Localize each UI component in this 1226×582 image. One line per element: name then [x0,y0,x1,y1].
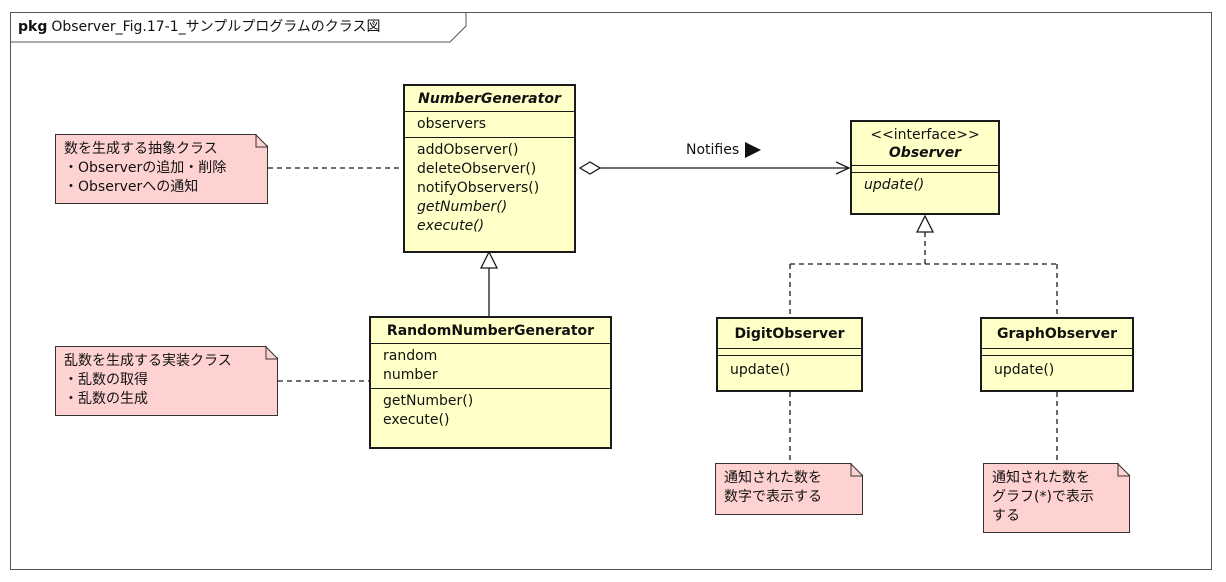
class-name: Observer [888,145,962,161]
direction-triangle-icon [745,142,762,158]
realization-arrowhead [915,214,935,233]
generalization-arrowhead [479,250,499,269]
operation: getNumber() [383,393,474,409]
note-line: 数字で表示する [724,489,822,505]
attributes-compartment [982,348,1132,355]
class-digit-observer[interactable]: DigitObserver update() [716,317,863,392]
note-line: する [992,508,1020,524]
note-line: ・乱数の生成 [64,391,148,407]
class-number-generator[interactable]: NumberGenerator observers addObserver() … [403,84,576,253]
class-name: DigitObserver [734,326,845,342]
association-label: Notifies [686,142,762,158]
note-line: ・乱数の取得 [64,372,148,388]
class-name: RandomNumberGenerator [386,323,595,339]
aggregation-diamond [578,161,602,175]
operation: execute() [383,412,450,428]
note-line: ・Observerの追加・削除 [64,160,227,176]
note-line: 数を生成する抽象クラス [64,141,218,157]
note-fold-icon [255,134,269,148]
note-line: 通知された数を [724,470,822,486]
operation: addObserver() [417,142,519,158]
note-number-generator[interactable]: 数を生成する抽象クラス ・Observerの追加・削除 ・Observerへの通… [55,134,268,204]
interface-observer[interactable]: <<interface>> Observer update() [850,120,1000,215]
attribute: random [383,348,438,364]
note-fold-icon [1117,463,1131,477]
operation: update() [994,362,1055,378]
operations-compartment: getNumber() execute() [371,388,610,433]
note-digit-observer[interactable]: 通知された数を 数字で表示する [715,463,863,515]
note-line: 通知された数を [992,470,1090,486]
note-graph-observer[interactable]: 通知された数を グラフ(*)で表示 する [983,463,1130,533]
note-line: グラフ(*)で表示 [992,489,1094,505]
note-line: ・Observerへの通知 [64,179,199,195]
attributes-compartment [718,348,861,355]
attribute: number [383,367,438,383]
stereotype: <<interface>> [870,127,980,143]
class-graph-observer[interactable]: GraphObserver update() [980,317,1134,392]
operation: notifyObservers() [417,180,540,196]
operation: update() [730,362,791,378]
attribute: observers [417,116,487,132]
note-line: 乱数を生成する実装クラス [64,353,232,369]
package-keyword: pkg [18,19,48,35]
class-random-number-generator[interactable]: RandomNumberGenerator random number getN… [369,316,612,449]
operation: getNumber() [417,199,508,215]
note-fold-icon [265,346,279,360]
operations-compartment: update() [852,172,998,198]
operation: execute() [417,218,485,234]
attributes-compartment: observers [405,111,574,137]
class-name: GraphObserver [996,326,1117,342]
operation: deleteObserver() [417,161,537,177]
operations-compartment: update() [982,355,1132,383]
note-random-generator[interactable]: 乱数を生成する実装クラス ・乱数の取得 ・乱数の生成 [55,346,278,416]
attributes-compartment [852,165,998,172]
operations-compartment: update() [718,355,861,383]
operation: update() [864,177,925,193]
association-label-text: Notifies [686,142,740,158]
operations-compartment: addObserver() deleteObserver() notifyObs… [405,137,574,239]
package-title: Observer_Fig.17-1_サンプルプログラムのクラス図 [51,19,381,35]
package-tab [10,12,467,43]
attributes-compartment: random number [371,343,610,388]
package-frame [10,12,1212,570]
class-name-block: <<interface>> Observer [852,122,998,165]
class-name: NumberGenerator [418,91,561,107]
note-fold-icon [850,463,864,477]
